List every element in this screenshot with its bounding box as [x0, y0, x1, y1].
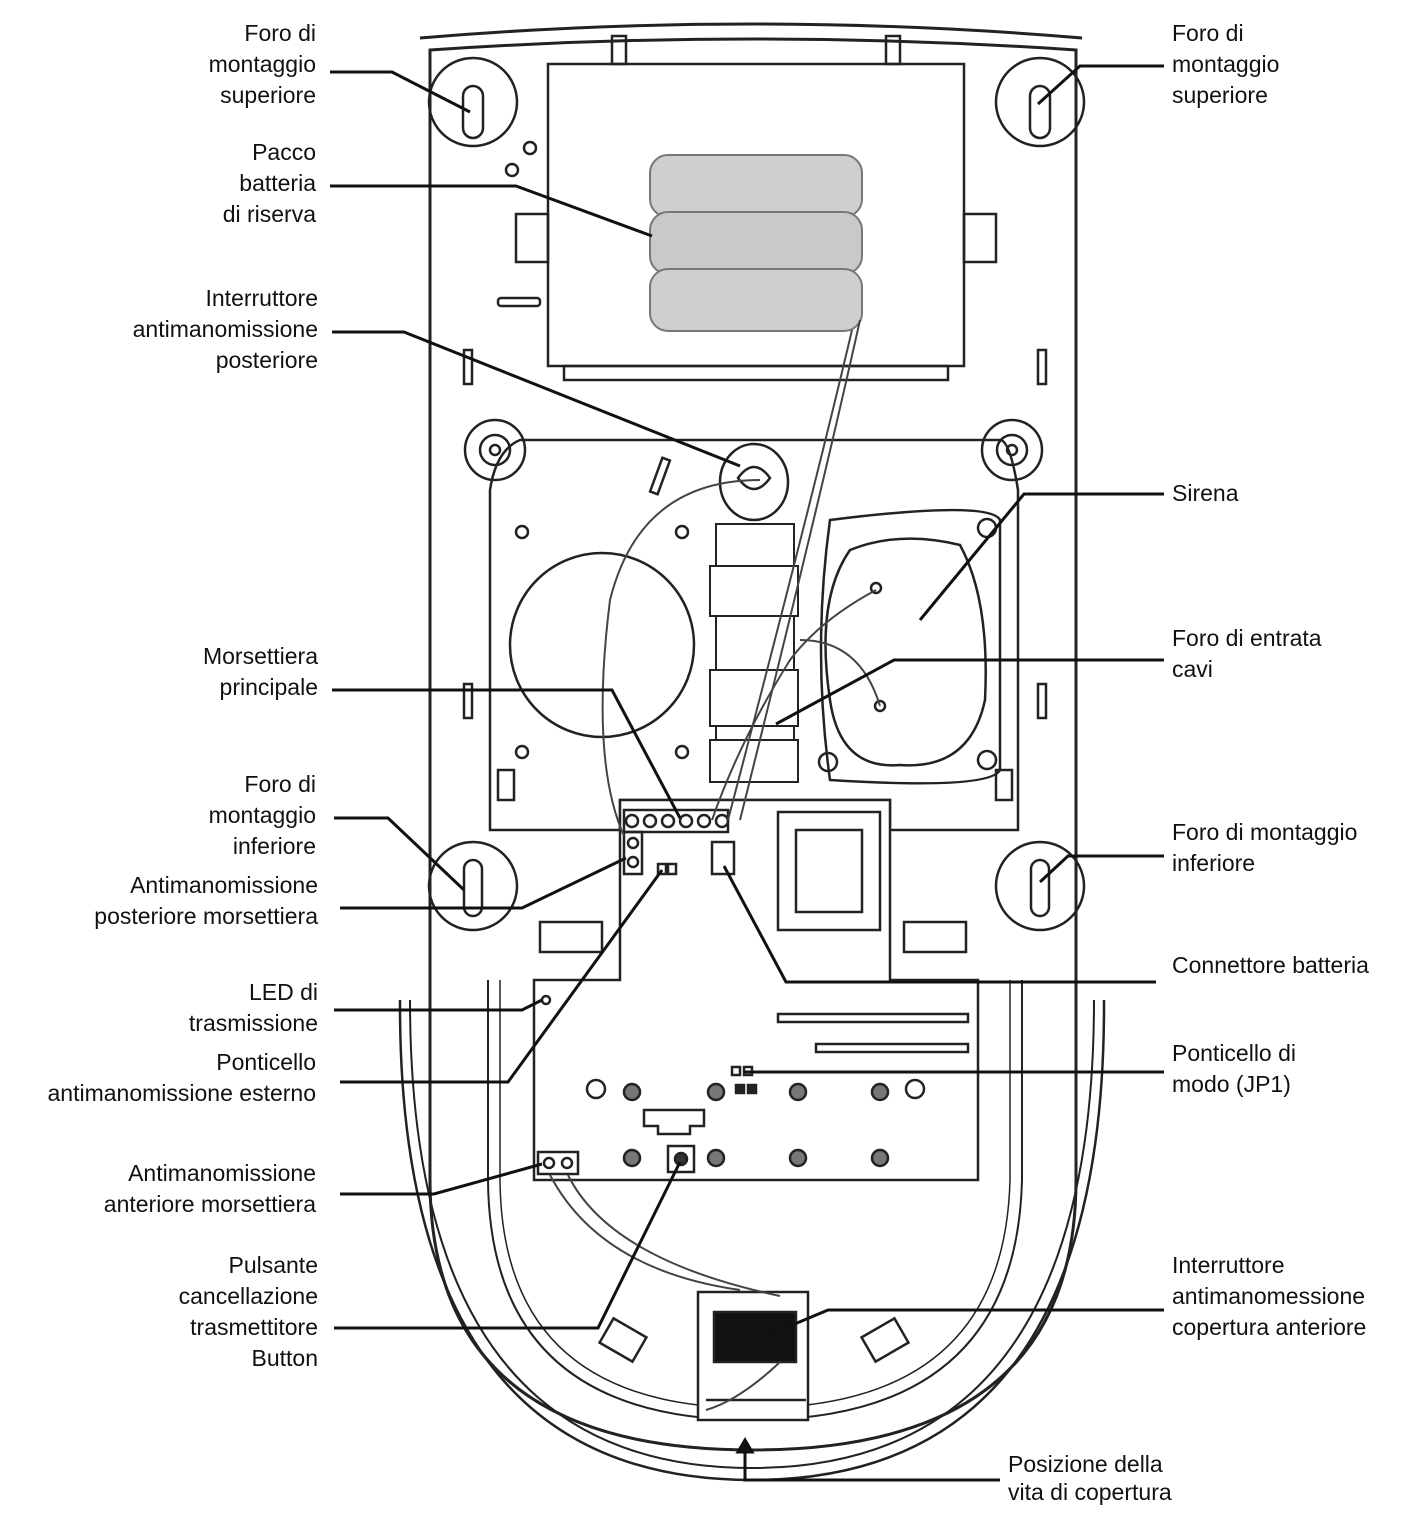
- label-cable-entry: Foro di entrata cavi: [1172, 625, 1322, 682]
- siren-speaker: [817, 508, 1002, 785]
- label-bottom-mount-left: Foro di montaggio inferiore: [208, 771, 316, 859]
- central-stack: [709, 523, 799, 783]
- internal-wiring: [549, 319, 881, 1411]
- leader-lines: [330, 64, 1164, 1482]
- label-top-mount-left: Foro di montaggio superiore: [208, 20, 316, 108]
- label-mode-jumper: Ponticello di modo (JP1): [1172, 1040, 1297, 1097]
- top-mount-holes: [427, 56, 1086, 178]
- label-front-tamper-terminal: Antimanomissione anteriore morsettiera: [103, 1160, 316, 1217]
- label-battery-connector: Connettore batteria: [1172, 952, 1369, 978]
- label-main-terminal: Morsettiera principale: [202, 643, 318, 700]
- label-ext-tamper-jumper: Ponticello antimanomissione esterno: [47, 1049, 316, 1106]
- front-cover-tamper: [597, 1290, 911, 1422]
- label-top-mount-right: Foro di montaggio superiore: [1172, 20, 1280, 108]
- label-tx-clear-button: Pulsante cancellazione trasmettitore But…: [178, 1252, 318, 1371]
- label-cover-screw: Posizione della vita di copertura: [1008, 1451, 1172, 1505]
- label-rear-tamper-switch: Interruttore antimanomissione posteriore: [132, 285, 318, 373]
- label-bottom-mount-right: Foro di montaggio inferiore: [1172, 819, 1358, 876]
- battery-pack: [649, 154, 863, 332]
- label-tx-led: LED di trasmissione: [188, 979, 318, 1036]
- label-siren: Sirena: [1172, 480, 1239, 506]
- rear-tamper-switch: [648, 442, 790, 522]
- label-rear-tamper-terminal: Antimanomissione posteriore morsettiera: [94, 872, 318, 929]
- label-battery-pack: Pacco batteria di riserva: [222, 139, 316, 227]
- label-front-cover-tamper: Interruttore antimanomessione copertura …: [1172, 1252, 1367, 1340]
